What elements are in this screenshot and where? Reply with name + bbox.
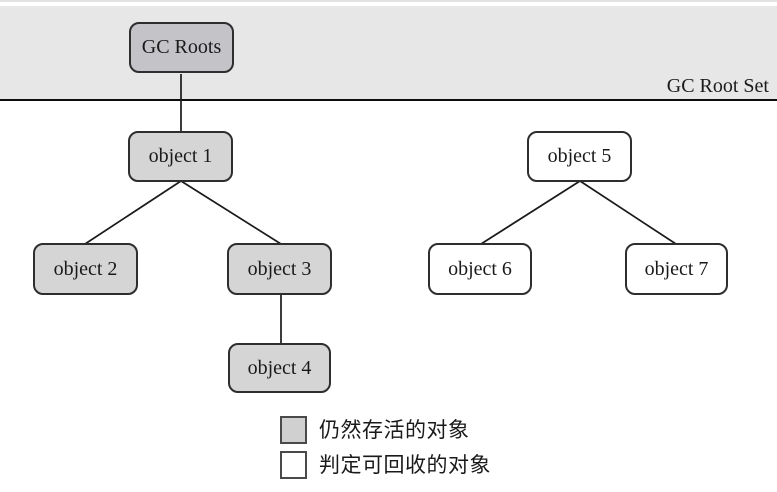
node-object-3: object 3 xyxy=(227,243,332,295)
node-object-4: object 4 xyxy=(228,343,331,393)
node-object-6: object 6 xyxy=(428,243,532,295)
edge-object1-object2 xyxy=(84,180,182,245)
gc-root-set-band xyxy=(0,6,777,99)
node-object-2: object 2 xyxy=(33,243,138,295)
legend-label-alive: 仍然存活的对象 xyxy=(319,418,470,442)
node-gc-roots: GC Roots xyxy=(129,22,234,73)
top-hairline xyxy=(0,0,777,2)
node-object-7: object 7 xyxy=(625,243,728,295)
legend-swatch-collectable xyxy=(280,451,307,479)
edge-object1-object3 xyxy=(180,180,282,245)
legend-swatch-alive xyxy=(280,416,307,444)
legend-row-collectable: 判定可回收的对象 xyxy=(280,451,491,479)
node-object-1: object 1 xyxy=(128,131,233,182)
gc-root-set-label: GC Root Set xyxy=(666,75,769,97)
root-set-separator-line xyxy=(0,99,777,101)
node-object-5: object 5 xyxy=(527,131,632,182)
legend-label-collectable: 判定可回收的对象 xyxy=(319,453,491,477)
edge-object5-object6 xyxy=(480,180,581,245)
legend-row-alive: 仍然存活的对象 xyxy=(280,416,470,444)
edge-object5-object7 xyxy=(579,180,677,245)
